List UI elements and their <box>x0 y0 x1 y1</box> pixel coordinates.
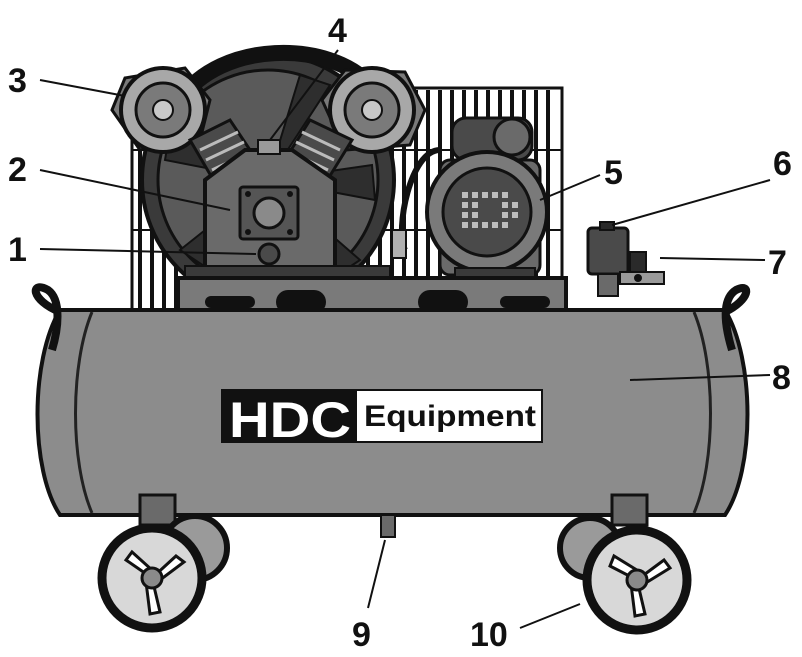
leader-4 <box>269 49 339 141</box>
callout-numbers: 1 2 3 4 5 6 7 8 9 10 <box>8 12 792 654</box>
leader-7 <box>659 257 766 261</box>
leader-2 <box>39 169 231 211</box>
brand-secondary-text: Equipment <box>364 400 536 433</box>
leader-9 <box>367 539 386 609</box>
wheel-front-right <box>582 525 692 635</box>
callout-3: 3 <box>8 62 27 100</box>
callout-9: 9 <box>352 616 371 654</box>
callout-7: 7 <box>768 244 787 282</box>
pump-crankcase <box>184 139 391 279</box>
leader-10 <box>519 603 581 629</box>
tank-handle-left <box>31 283 62 352</box>
check-valve <box>391 229 407 259</box>
callout-10: 10 <box>470 616 508 654</box>
air-filter-left <box>110 66 212 154</box>
outlet-valve <box>619 251 665 285</box>
electric-motor <box>399 116 549 279</box>
brand-label: HDC Equipment <box>221 389 543 448</box>
tank-handle-right <box>721 284 751 352</box>
leader-5 <box>539 174 601 201</box>
drain-valve <box>380 514 396 538</box>
callout-4: 4 <box>328 12 347 50</box>
leader-3 <box>39 79 126 97</box>
callout-5: 5 <box>604 154 623 192</box>
air-filter-right <box>320 66 427 154</box>
callout-6: 6 <box>773 145 792 183</box>
leader-6 <box>611 179 771 226</box>
callout-8: 8 <box>772 359 791 397</box>
callout-1: 1 <box>8 231 27 269</box>
pressure-switch <box>586 221 630 297</box>
leader-8 <box>629 374 771 381</box>
leader-1 <box>39 248 257 255</box>
brand-primary-text: HDC <box>229 392 351 448</box>
tank-feet <box>138 493 649 527</box>
leader-lines <box>39 49 771 629</box>
callout-2: 2 <box>8 151 27 189</box>
wheel-front-left <box>97 523 207 633</box>
